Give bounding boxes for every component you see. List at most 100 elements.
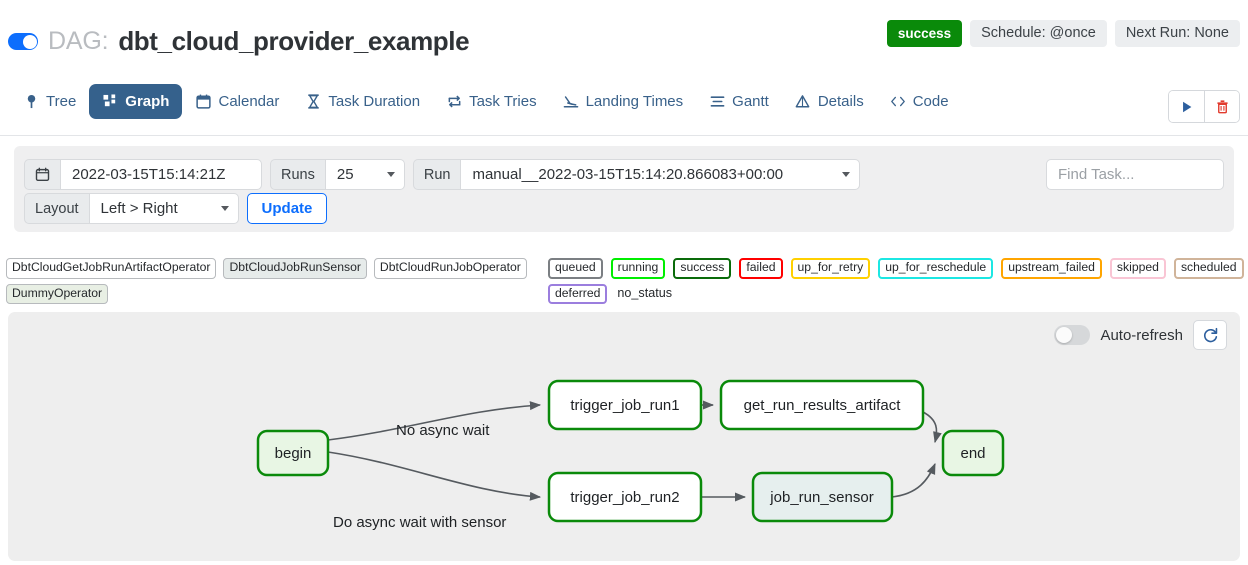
run-select-value: manual__2022-03-15T15:14:20.866083+00:00 xyxy=(472,166,784,183)
graph-panel: Auto-refresh xyxy=(8,312,1240,561)
graph-edge-labels: No async wait Do async wait with sensor xyxy=(333,422,506,531)
graph-node-trigger-job-run1[interactable]: trigger_job_run1 xyxy=(547,379,703,431)
tab-calendar-label: Calendar xyxy=(218,93,280,110)
retry-icon xyxy=(446,94,462,110)
schedule-badge[interactable]: Schedule: @once xyxy=(970,20,1107,47)
base-date-input[interactable]: 2022-03-15T15:14:21Z xyxy=(60,159,262,190)
filter-row-primary: 2022-03-15T15:14:21Z Runs 25 Run manual_… xyxy=(24,159,861,190)
tab-code[interactable]: Code xyxy=(877,84,962,119)
legend-state-failed[interactable]: failed xyxy=(739,258,783,279)
chevron-down-icon xyxy=(386,172,395,177)
filter-row-secondary: Layout Left > Right Update xyxy=(24,193,328,224)
edge-begin-to-trigger-job-run1 xyxy=(327,401,542,441)
legend-state-scheduled[interactable]: scheduled xyxy=(1173,258,1244,279)
run-group: Run manual__2022-03-15T15:14:20.866083+0… xyxy=(412,159,861,190)
trash-icon xyxy=(1216,100,1228,114)
tab-landing-times-label: Landing Times xyxy=(585,93,684,110)
edge-get-run-results-artifact-to-end xyxy=(922,411,942,444)
tab-tree-label: Tree xyxy=(46,93,77,110)
tree-icon xyxy=(23,94,39,110)
runs-label: Runs xyxy=(270,159,325,190)
tab-calendar[interactable]: Calendar xyxy=(182,84,292,119)
legend-state-deferred[interactable]: deferred xyxy=(548,283,608,305)
runs-select[interactable]: 25 xyxy=(324,159,405,190)
warning-triangle-icon xyxy=(795,94,811,110)
trigger-dag-button[interactable] xyxy=(1169,91,1204,122)
dag-pause-toggle[interactable] xyxy=(8,33,38,50)
node-label: begin xyxy=(275,445,312,462)
filter-bar: 2022-03-15T15:14:21Z Runs 25 Run manual_… xyxy=(14,146,1234,232)
graph-node-begin[interactable]: begin xyxy=(256,429,330,477)
tab-task-duration-label: Task Duration xyxy=(328,93,421,110)
legend-state-no-status[interactable]: no_status xyxy=(617,286,673,301)
tab-landing-times[interactable]: Landing Times xyxy=(550,84,697,119)
graph-node-trigger-job-run2[interactable]: trigger_job_run2 xyxy=(547,471,703,523)
layout-select-value: Left > Right xyxy=(100,200,178,217)
play-icon xyxy=(1182,101,1191,112)
legend-state-queued[interactable]: queued xyxy=(548,258,603,279)
legend-operator-chip: DbtCloudJobRunSensor xyxy=(223,258,367,279)
runs-group: Runs 25 xyxy=(270,159,405,190)
tab-graph[interactable]: Graph xyxy=(89,84,183,119)
tab-task-tries[interactable]: Task Tries xyxy=(433,84,550,119)
find-task-input[interactable]: Find Task... xyxy=(1046,159,1224,190)
refresh-icon xyxy=(1203,327,1217,342)
edge-begin-to-trigger-job-run2 xyxy=(327,451,542,501)
legend-state-running[interactable]: running xyxy=(610,258,666,279)
update-button[interactable]: Update xyxy=(246,193,328,224)
run-select[interactable]: manual__2022-03-15T15:14:20.866083+00:00 xyxy=(460,159,861,190)
runs-select-value: 25 xyxy=(336,166,354,183)
legend-operator-chip: DummyOperator xyxy=(6,283,109,305)
tab-gantt-label: Gantt xyxy=(732,93,769,110)
layout-select[interactable]: Left > Right xyxy=(88,193,239,224)
legend-operator-chip: DbtCloudRunJobOperator xyxy=(373,258,527,279)
chevron-down-icon xyxy=(842,172,851,177)
auto-refresh-toggle[interactable] xyxy=(1054,325,1091,345)
graph-node-job-run-sensor[interactable]: job_run_sensor xyxy=(751,471,894,523)
refresh-button[interactable] xyxy=(1193,320,1227,350)
next-run-badge: Next Run: None xyxy=(1114,20,1240,47)
view-tabbar: Tree Graph xyxy=(0,78,1248,136)
tab-task-tries-label: Task Tries xyxy=(469,93,537,110)
dag-graph-canvas[interactable]: No async wait Do async wait with sensor … xyxy=(8,312,1240,561)
legend-state-skipped[interactable]: skipped xyxy=(1109,258,1166,279)
edge-label: No async wait xyxy=(396,422,490,439)
legend-operators: DbtCloudGetJobRunArtifactOperator DbtClo… xyxy=(6,258,536,305)
tab-details[interactable]: Details xyxy=(782,84,877,119)
legend-operator-chip: DbtCloudGetJobRunArtifactOperator xyxy=(6,258,217,279)
tab-graph-label: Graph xyxy=(125,93,170,110)
run-label: Run xyxy=(412,159,461,190)
node-label: trigger_job_run1 xyxy=(570,397,679,414)
edge-job-run-sensor-to-end xyxy=(891,462,936,498)
legend: DbtCloudGetJobRunArtifactOperator DbtClo… xyxy=(0,258,1248,305)
view-tabs: Tree Graph xyxy=(10,84,962,119)
tab-gantt[interactable]: Gantt xyxy=(696,84,782,119)
legend-state-up-for-retry[interactable]: up_for_retry xyxy=(790,258,871,279)
header-badges: success Schedule: @once Next Run: None xyxy=(886,20,1240,47)
tab-tree[interactable]: Tree xyxy=(10,84,89,119)
legend-state-up-for-reschedule[interactable]: up_for_reschedule xyxy=(878,258,994,279)
node-label: trigger_job_run2 xyxy=(570,489,679,506)
chevron-down-icon xyxy=(220,206,229,211)
edge-label: Do async wait with sensor xyxy=(333,514,506,531)
status-badge: success xyxy=(886,20,963,47)
tab-task-duration[interactable]: Task Duration xyxy=(292,84,433,119)
node-label: get_run_results_artifact xyxy=(744,397,902,414)
layout-label: Layout xyxy=(24,193,89,224)
legend-state-upstream-failed[interactable]: upstream_failed xyxy=(1001,258,1102,279)
toggle-knob xyxy=(22,34,37,49)
tab-code-label: Code xyxy=(912,93,949,110)
page-title: dbt_cloud_provider_example xyxy=(118,26,470,56)
delete-dag-button[interactable] xyxy=(1204,91,1239,122)
node-label: end xyxy=(960,445,985,462)
calendar-icon[interactable] xyxy=(24,159,60,190)
graph-nodes: begin trigger_job_run1 get_run_results_a… xyxy=(256,379,1005,523)
landing-icon xyxy=(563,94,579,110)
legend-state-success[interactable]: success xyxy=(673,258,732,279)
auto-refresh-label: Auto-refresh xyxy=(1100,326,1183,344)
tab-details-label: Details xyxy=(817,93,864,110)
node-label: job_run_sensor xyxy=(769,489,873,506)
graph-node-get-run-results-artifact[interactable]: get_run_results_artifact xyxy=(719,379,925,431)
graph-node-end[interactable]: end xyxy=(941,429,1005,477)
